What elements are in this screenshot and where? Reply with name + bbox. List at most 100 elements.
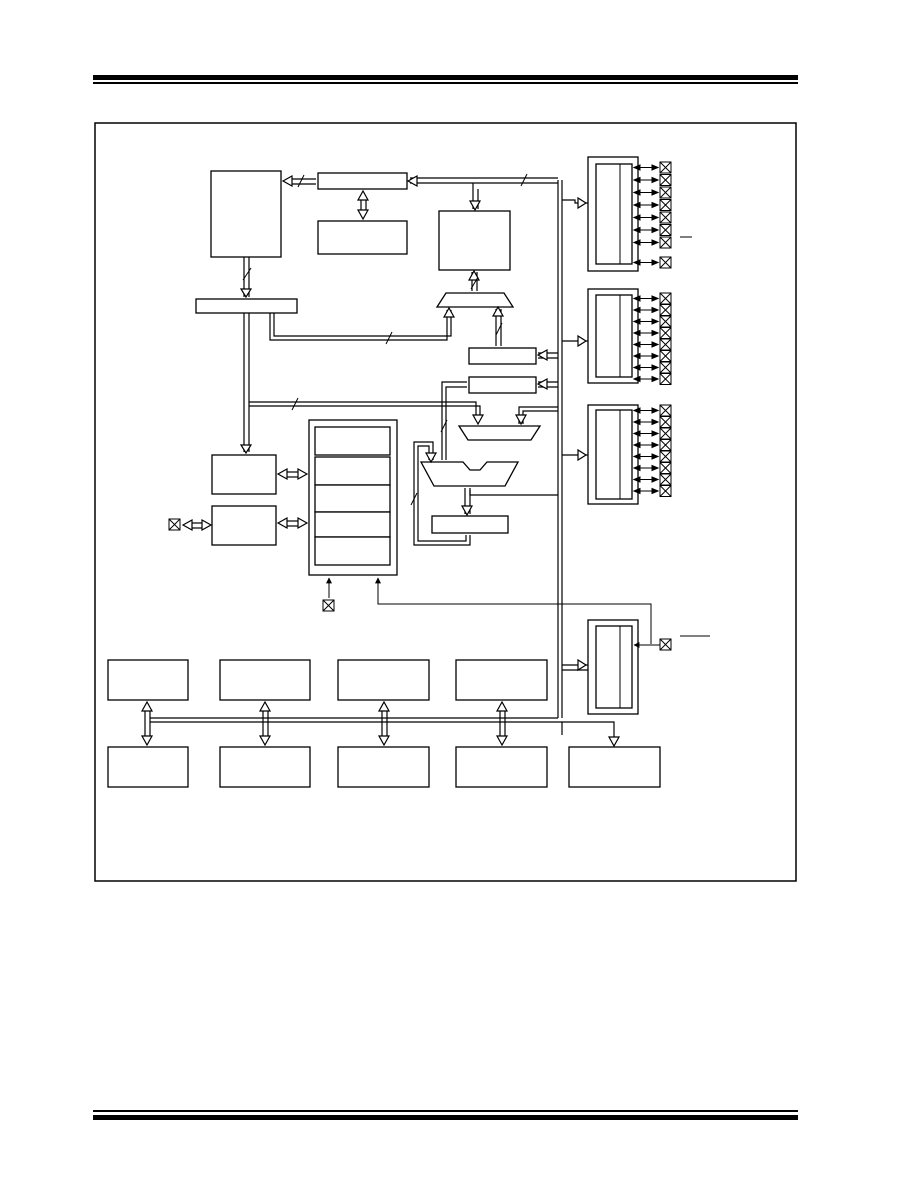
peripheral-top-2 — [219, 659, 311, 701]
port-b-pin-cross — [659, 304, 672, 316]
port-c-pin-arrow — [632, 487, 641, 495]
port-a-pin-cross — [659, 161, 672, 174]
port-b-pin-arrow — [651, 295, 660, 302]
program-counter-block — [317, 172, 408, 190]
port-b-pin-cross — [659, 338, 672, 351]
peripheral-bottom-1 — [107, 746, 189, 788]
sfr-cell-3 — [314, 484, 391, 513]
port-b-pin-cross — [659, 361, 672, 374]
port-a-pin-arrow — [651, 189, 660, 196]
port-a-inner — [595, 163, 633, 265]
port-c-inner — [595, 409, 633, 500]
port-c-pin-arrow — [632, 407, 641, 414]
port-a-pin-arrow — [632, 164, 641, 171]
port-b-pin-arrow — [632, 318, 641, 325]
sfr-cell-1 — [314, 426, 391, 456]
header-rule-thin — [93, 82, 798, 84]
port-b-pin-cross — [659, 373, 672, 385]
port-b-pin-arrow — [651, 341, 660, 348]
port-c-pin-arrow — [651, 441, 660, 449]
port-b-pin-arrow — [632, 329, 641, 337]
port-a-pin-arrow — [632, 214, 641, 221]
port-a-pin-arrow — [651, 239, 660, 246]
port-a-pin-cross — [659, 236, 672, 249]
port-c-pin-arrow — [632, 476, 641, 483]
port-a-pin-arrow — [632, 259, 641, 266]
port-a-pin-arrow — [651, 164, 660, 171]
sfr-cell-4 — [314, 511, 391, 538]
program-memory-block — [210, 170, 282, 258]
port-c-pin-arrow — [632, 441, 641, 449]
port-b-pin-arrow — [632, 364, 641, 371]
port-b-inner — [595, 294, 633, 378]
w-register-block — [431, 515, 509, 534]
port-c-pin-arrow — [651, 418, 660, 426]
port-b-pin-arrow — [651, 329, 660, 337]
port-a-pin-cross — [659, 186, 672, 199]
port-c-pin-cross — [659, 439, 672, 451]
port-c-pin-arrow — [632, 464, 641, 472]
port-a-pin-arrow — [632, 201, 641, 209]
port-a-pin-cross — [659, 211, 672, 224]
port-b-pin-arrow — [651, 352, 660, 360]
port-b-pin-arrow — [651, 375, 660, 383]
footer-rule-thick — [93, 1115, 798, 1120]
port-a-pin-arrow — [651, 176, 660, 184]
diagram-frame — [94, 122, 797, 882]
port-b-pin-arrow — [632, 295, 641, 302]
port-e-inner — [595, 625, 633, 709]
port-a-pin-arrow — [632, 239, 641, 246]
status-register-block — [468, 376, 537, 394]
port-c-pin-arrow — [651, 453, 660, 460]
port-b-pin-arrow — [632, 306, 641, 314]
port-a-pin-cross — [659, 224, 672, 236]
port-a-pin-cross — [659, 256, 672, 269]
peripheral-top-3 — [337, 659, 430, 701]
port-c-pin-arrow — [632, 430, 641, 437]
port-c-pin-arrow — [632, 418, 641, 426]
peripheral-bottom-5 — [568, 746, 661, 788]
port-c-pin-arrow — [651, 407, 660, 414]
sfr-cell-2 — [314, 456, 391, 486]
peripheral-top-1 — [107, 659, 189, 701]
port-b-pin-arrow — [651, 318, 660, 325]
port-b-pin-cross — [659, 315, 672, 328]
oscillator-block — [211, 505, 277, 546]
header-rule-thick — [93, 75, 798, 80]
instruction-register-block — [195, 298, 298, 314]
ram-block — [438, 210, 511, 271]
peripheral-bottom-4 — [455, 746, 548, 788]
alu-input-mux — [457, 425, 542, 441]
peripheral-bottom-2 — [219, 746, 311, 788]
instruction-decode-block — [211, 454, 277, 495]
port-c-pin-arrow — [651, 487, 660, 495]
port-a-pin-cross — [659, 174, 672, 186]
port-a-pin-arrow — [651, 214, 660, 221]
port-c-pin-arrow — [651, 464, 660, 472]
port-b-pin-cross — [659, 327, 672, 339]
address-mux — [435, 292, 515, 308]
port-b-pin-arrow — [632, 341, 641, 348]
port-c-pin-cross — [659, 462, 672, 474]
port-b-pin-arrow — [632, 375, 641, 383]
port-c-pin-cross — [659, 427, 672, 440]
peripheral-bottom-3 — [337, 746, 430, 788]
port-a-pin-cross — [659, 199, 672, 211]
port-a-pin-arrow — [632, 176, 641, 184]
port-c-pin-cross — [659, 416, 672, 428]
port-a-pin-arrow — [632, 226, 641, 234]
port-a-pin-arrow — [651, 259, 660, 266]
port-c-pin-arrow — [651, 476, 660, 483]
port-c-pin-arrow — [651, 430, 660, 437]
alu-block — [419, 461, 520, 487]
port-c-pin-cross — [659, 404, 672, 417]
port-b-pin-cross — [659, 350, 672, 362]
port-c-pin-cross — [659, 473, 672, 486]
port-b-pin-arrow — [651, 306, 660, 314]
port-a-pin-arrow — [651, 226, 660, 234]
port-b-pin-arrow — [632, 352, 641, 360]
port-c-pin-arrow — [632, 453, 641, 460]
peripheral-top-4 — [455, 659, 548, 701]
port-c-pin-cross — [659, 485, 672, 497]
port-c-pin-cross — [659, 450, 672, 463]
